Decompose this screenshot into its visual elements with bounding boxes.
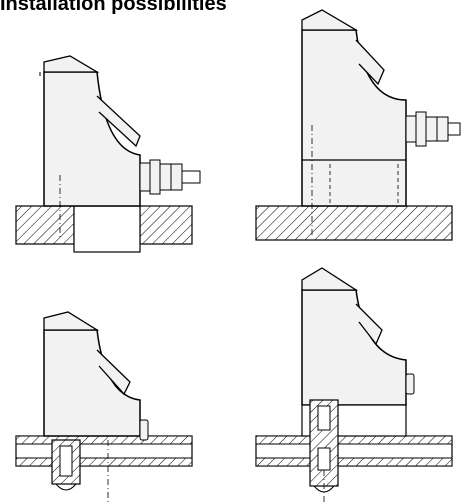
fitting-nut-1 [139, 162, 151, 192]
cap-lever [301, 9, 359, 31]
plate-right [139, 205, 193, 245]
side-port [139, 419, 149, 441]
fitting-nut-2 [149, 159, 161, 195]
fitting-nut-1 [405, 115, 417, 143]
lever-arm [96, 349, 131, 396]
section-title: Installation possibilities [0, 0, 227, 15]
fitting-nut-2 [415, 111, 427, 147]
view-bottom-left [15, 311, 193, 504]
lever-arm [355, 303, 383, 346]
flange-stem [73, 205, 141, 253]
view-top-left [15, 55, 201, 253]
fitting-tube [181, 170, 201, 184]
plate-left [15, 205, 75, 245]
device-body [43, 71, 141, 207]
device-body [301, 289, 407, 406]
lever-arm [355, 39, 385, 86]
view-top-right [255, 9, 461, 241]
plate-top-right [255, 205, 453, 241]
cap-lever [43, 55, 100, 73]
side-port [405, 373, 415, 395]
view-bottom-right [255, 267, 453, 504]
device-body [301, 29, 407, 207]
cap-lever [301, 267, 359, 291]
lever-arm [96, 95, 141, 148]
device-body [43, 329, 141, 437]
fitting-tube [447, 122, 461, 136]
cap-lever [43, 311, 100, 331]
